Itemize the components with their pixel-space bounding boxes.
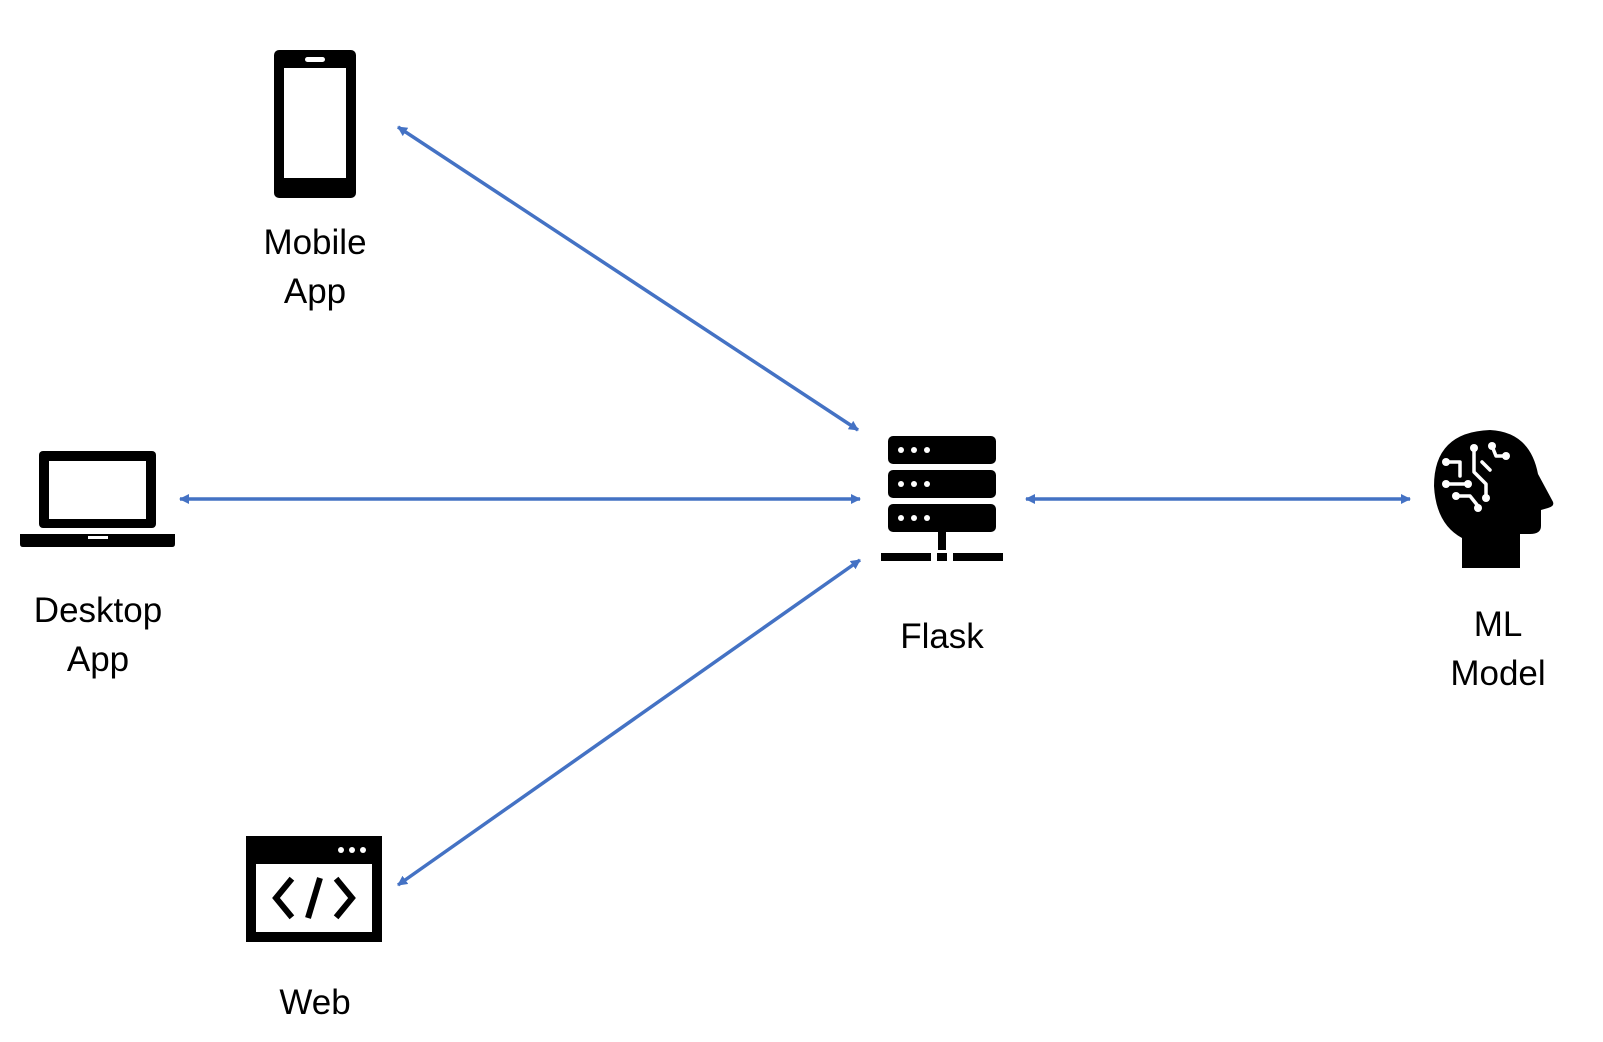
mobile-app-label-line1: Mobile bbox=[263, 223, 367, 262]
flask-label-line1: Flask bbox=[900, 617, 984, 656]
server-icon bbox=[881, 436, 1003, 561]
code-window-icon bbox=[246, 836, 382, 942]
flask-label: Flask bbox=[867, 612, 1017, 661]
web-label-line1: Web bbox=[279, 983, 351, 1022]
connector-mobile-flask bbox=[397, 125, 859, 432]
mobile-app-label-line2: App bbox=[283, 272, 347, 311]
laptop-icon bbox=[20, 451, 175, 547]
ai-head-icon bbox=[1434, 430, 1554, 568]
connector-web-flask bbox=[396, 558, 862, 887]
ml-model-label-line2: Model bbox=[1450, 654, 1546, 693]
smartphone-icon bbox=[274, 50, 356, 198]
mobile-app-label: Mobile App bbox=[240, 218, 390, 316]
desktop-app-label-line2: App bbox=[66, 640, 130, 679]
desktop-app-label: Desktop App bbox=[18, 586, 178, 684]
desktop-app-label-line1: Desktop bbox=[33, 591, 163, 630]
ml-model-label-line1: ML bbox=[1473, 605, 1523, 644]
web-label: Web bbox=[240, 978, 390, 1027]
ml-model-label: ML Model bbox=[1418, 600, 1578, 698]
